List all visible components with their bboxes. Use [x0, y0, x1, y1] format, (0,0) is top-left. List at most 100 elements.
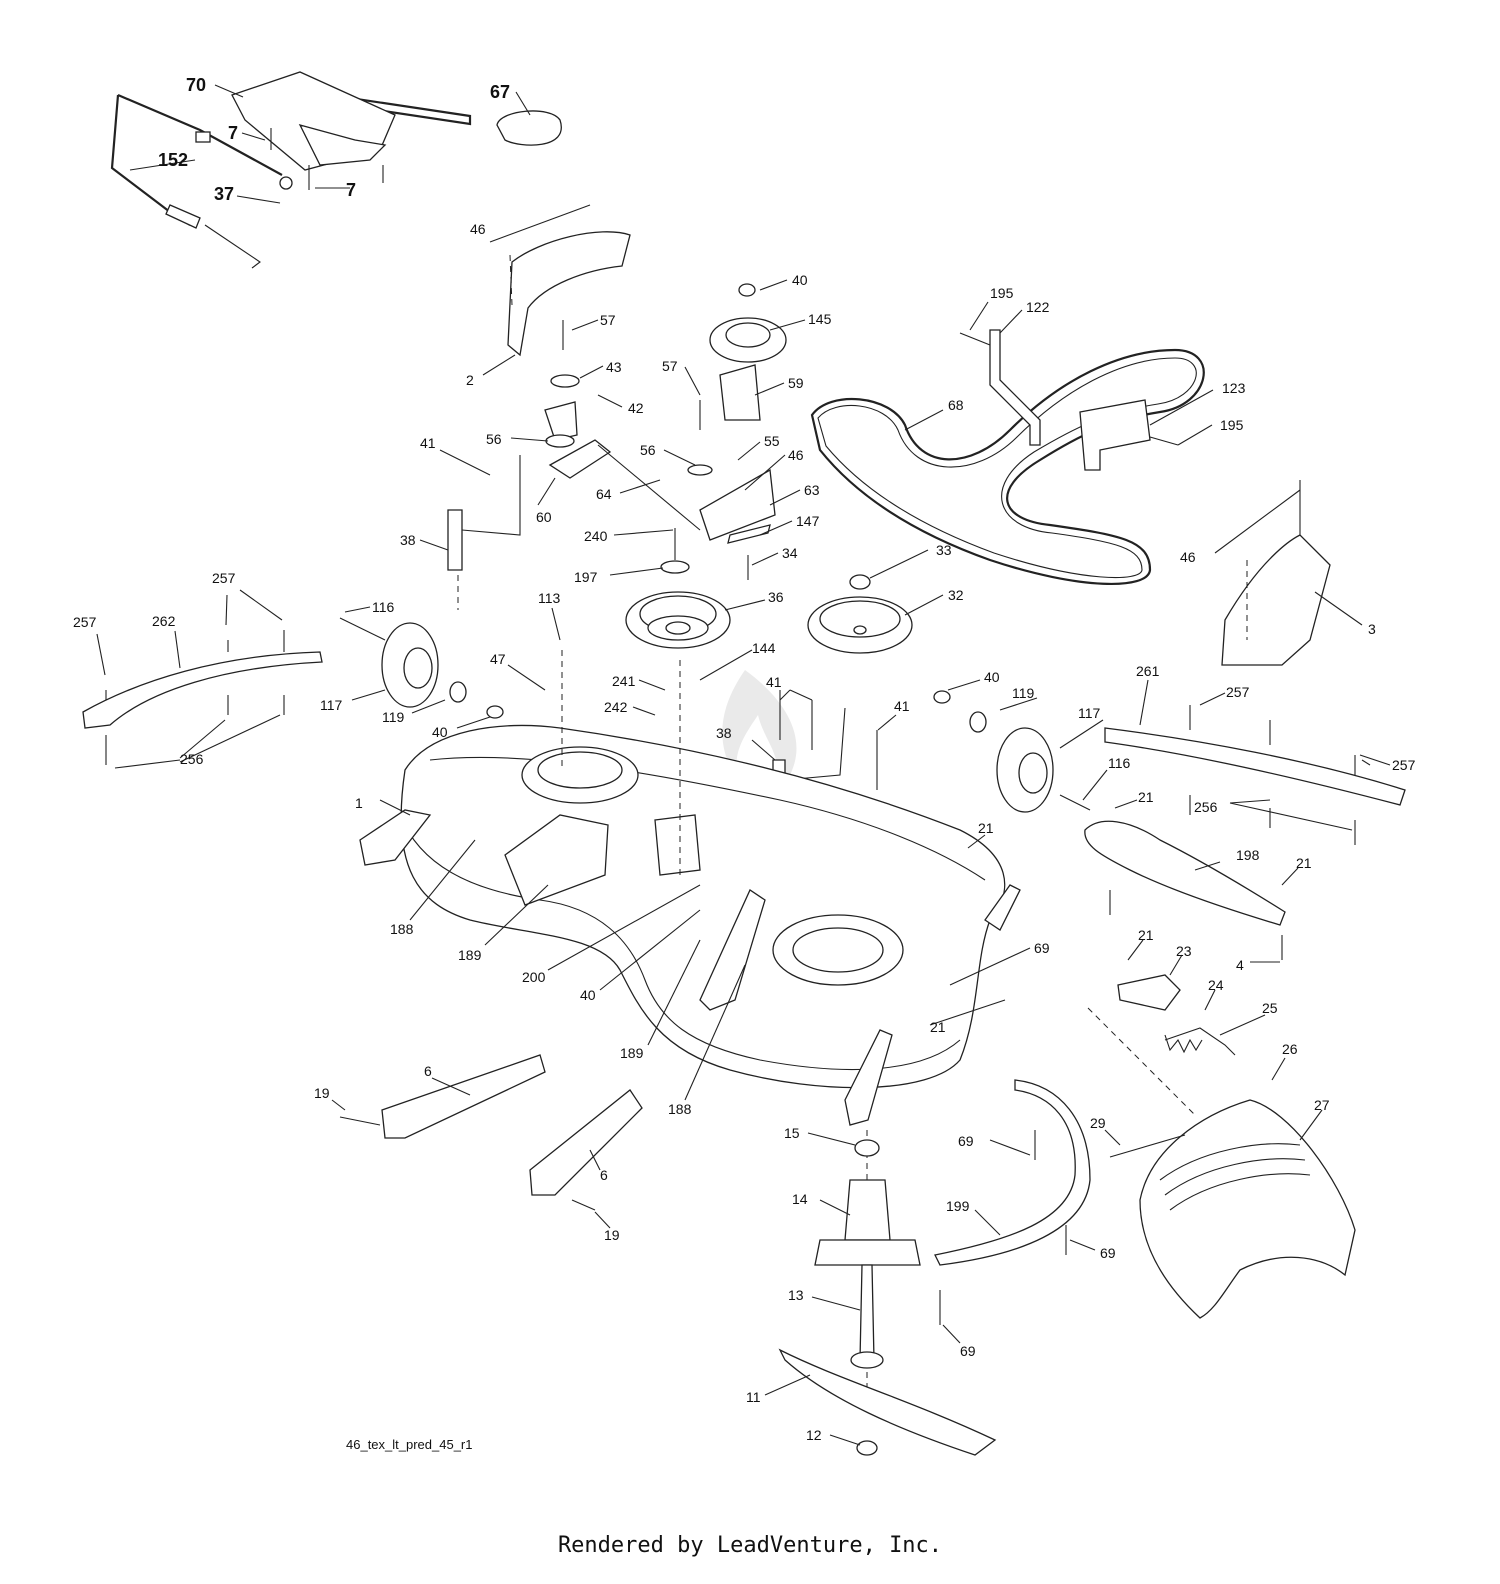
label-26: 26	[1282, 1041, 1298, 1057]
label-37: 37	[214, 184, 234, 204]
label-41b: 41	[766, 674, 782, 690]
label-21c: 21	[1296, 855, 1312, 871]
decal-67	[496, 110, 562, 146]
label-68: 68	[948, 397, 964, 413]
label-57a: 57	[600, 312, 616, 328]
label-41a: 41	[420, 435, 436, 451]
idler-arm-assembly	[544, 320, 776, 580]
stabilizer-bracket-6a	[339, 1054, 546, 1139]
label-69b: 69	[958, 1133, 974, 1149]
label-11: 11	[746, 1389, 761, 1405]
label-117b: 117	[1078, 705, 1101, 721]
label-123: 123	[1222, 380, 1246, 396]
label-69d: 69	[960, 1343, 976, 1359]
label-4: 4	[1236, 957, 1244, 973]
label-2: 2	[466, 372, 474, 388]
label-197: 197	[574, 569, 598, 585]
label-19b: 19	[604, 1227, 620, 1243]
label-257b: 257	[73, 614, 97, 630]
spindle-assembly	[778, 1130, 997, 1456]
idler-pulley-145	[709, 283, 787, 363]
label-3: 3	[1368, 621, 1376, 637]
label-119a: 119	[382, 709, 405, 725]
label-113: 113	[538, 590, 561, 606]
label-42: 42	[628, 400, 644, 416]
label-195b: 195	[1220, 417, 1244, 433]
label-56b: 56	[640, 442, 656, 458]
label-256b: 256	[1194, 799, 1218, 815]
label-257d: 257	[1392, 757, 1416, 773]
label-59: 59	[788, 375, 804, 391]
belt-cover-right	[1221, 480, 1331, 666]
drive-belt	[810, 348, 1205, 586]
label-21a: 21	[1138, 789, 1154, 805]
label-116a: 116	[372, 599, 395, 615]
label-12: 12	[806, 1427, 822, 1443]
label-117a: 117	[320, 697, 343, 713]
bracket-23-spring-25	[1087, 974, 1236, 1116]
label-38b: 38	[716, 725, 732, 741]
lift-linkage-assembly	[110, 71, 472, 269]
label-1: 1	[355, 795, 363, 811]
label-19a: 19	[314, 1085, 330, 1101]
label-47: 47	[490, 651, 506, 667]
leader-lines	[96, 84, 1391, 1446]
label-147: 147	[796, 513, 820, 529]
diagram-code: 46_tex_lt_pred_45_r1	[346, 1437, 473, 1452]
label-70: 70	[186, 75, 206, 95]
label-7b: 7	[346, 180, 356, 200]
label-32: 32	[948, 587, 964, 603]
label-14: 14	[792, 1191, 808, 1207]
label-188b: 188	[668, 1101, 692, 1117]
label-23: 23	[1176, 943, 1192, 959]
stabilizer-bracket-6b	[529, 1089, 643, 1211]
label-46b: 46	[788, 447, 804, 463]
label-36: 36	[768, 589, 784, 605]
deck-pulley-32	[807, 574, 913, 654]
label-40c: 40	[984, 669, 1000, 685]
label-122: 122	[1026, 299, 1050, 315]
front-bracket-right	[1104, 705, 1406, 845]
label-63: 63	[804, 482, 820, 498]
label-119b: 119	[1012, 685, 1035, 701]
part-number-labels: 70 67 7 152 7 37 46 2 57 43 42 56 60 41 …	[73, 75, 1416, 1443]
label-33: 33	[936, 542, 952, 558]
label-116b: 116	[1108, 755, 1131, 771]
label-57b: 57	[662, 358, 678, 374]
lift-hanger-left	[447, 455, 521, 610]
label-64: 64	[596, 486, 612, 502]
label-15: 15	[784, 1125, 800, 1141]
label-198: 198	[1236, 847, 1260, 863]
baffle-198	[1084, 820, 1286, 960]
label-46c: 46	[1180, 549, 1196, 565]
label-199: 199	[946, 1198, 970, 1214]
belt-guide-122-123	[959, 329, 1179, 471]
label-43: 43	[606, 359, 622, 375]
label-256a: 256	[180, 751, 204, 767]
label-46a: 46	[470, 221, 486, 237]
label-241: 241	[612, 673, 636, 689]
label-69c: 69	[1100, 1245, 1116, 1261]
label-21b: 21	[978, 820, 994, 836]
label-24: 24	[1208, 977, 1224, 993]
gauge-wheel-left	[339, 617, 504, 719]
label-40b: 40	[432, 724, 448, 740]
label-6b: 6	[600, 1167, 608, 1183]
label-34: 34	[782, 545, 798, 561]
label-27: 27	[1314, 1097, 1330, 1113]
label-13: 13	[788, 1287, 804, 1303]
label-262: 262	[152, 613, 176, 629]
front-bracket-left	[82, 630, 323, 765]
label-69a: 69	[1034, 940, 1050, 956]
mower-deck-housing	[359, 650, 1021, 1126]
label-200: 200	[522, 969, 546, 985]
label-240: 240	[584, 528, 608, 544]
label-60: 60	[536, 509, 552, 525]
label-188a: 188	[390, 921, 414, 937]
label-7a: 7	[228, 123, 238, 143]
label-29: 29	[1090, 1115, 1106, 1131]
label-56a: 56	[486, 431, 502, 447]
belt-cover-left	[507, 231, 631, 357]
label-145: 145	[808, 311, 832, 327]
